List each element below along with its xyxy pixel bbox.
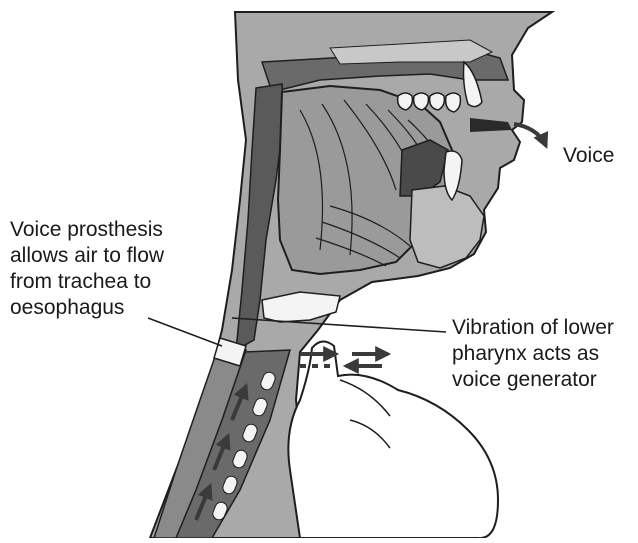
prosthesis-label-line-2: allows air to flow <box>10 243 164 269</box>
vibration-label: Vibration of lower pharynx acts as voice… <box>452 315 614 393</box>
vibration-label-line-3: voice generator <box>452 367 614 393</box>
voice-label-text: Voice <box>563 143 614 169</box>
prosthesis-leader-line <box>148 318 222 346</box>
prosthesis-label-line-4: oesophagus <box>10 295 164 321</box>
prosthesis-label-line-3: from trachea to <box>10 269 164 295</box>
vibration-label-line-2: pharynx acts as <box>452 341 614 367</box>
vibration-label-line-1: Vibration of lower <box>452 315 614 341</box>
voice-label: Voice <box>563 143 614 169</box>
prosthesis-label-line-1: Voice prosthesis <box>10 217 164 243</box>
prosthesis-label: Voice prosthesis allows air to flow from… <box>10 217 164 321</box>
